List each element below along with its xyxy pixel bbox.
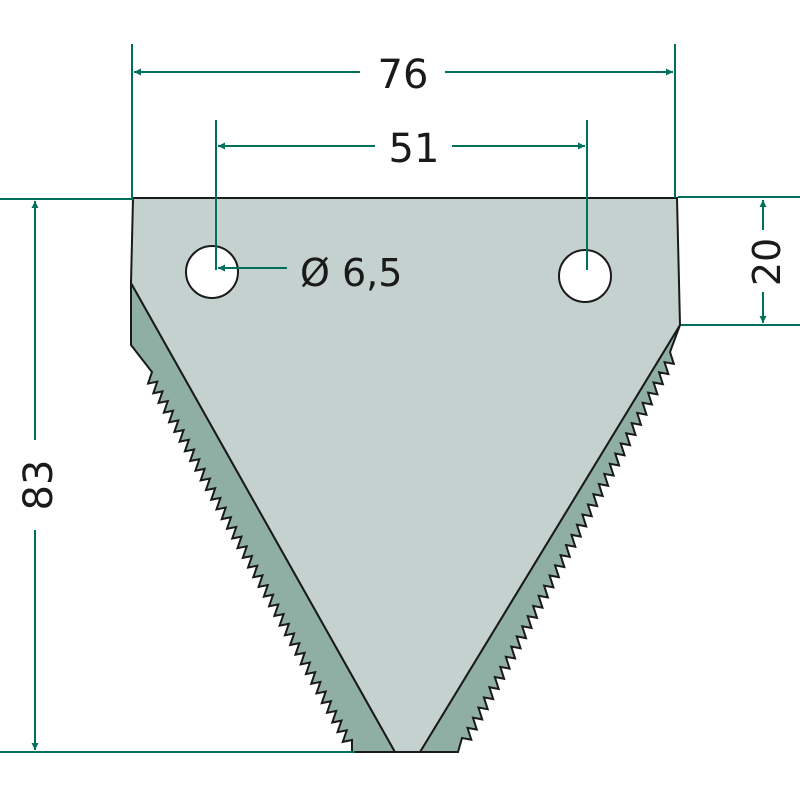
mounting-hole-left xyxy=(185,245,239,299)
label-51: 51 xyxy=(389,126,440,172)
label-83: 83 xyxy=(16,460,62,511)
label-20: 20 xyxy=(745,238,789,286)
mounting-hole-right xyxy=(558,249,612,303)
label-hole-diameter: Ø 6,5 xyxy=(300,251,402,295)
blade-body xyxy=(129,197,682,753)
label-76: 76 xyxy=(378,52,429,98)
